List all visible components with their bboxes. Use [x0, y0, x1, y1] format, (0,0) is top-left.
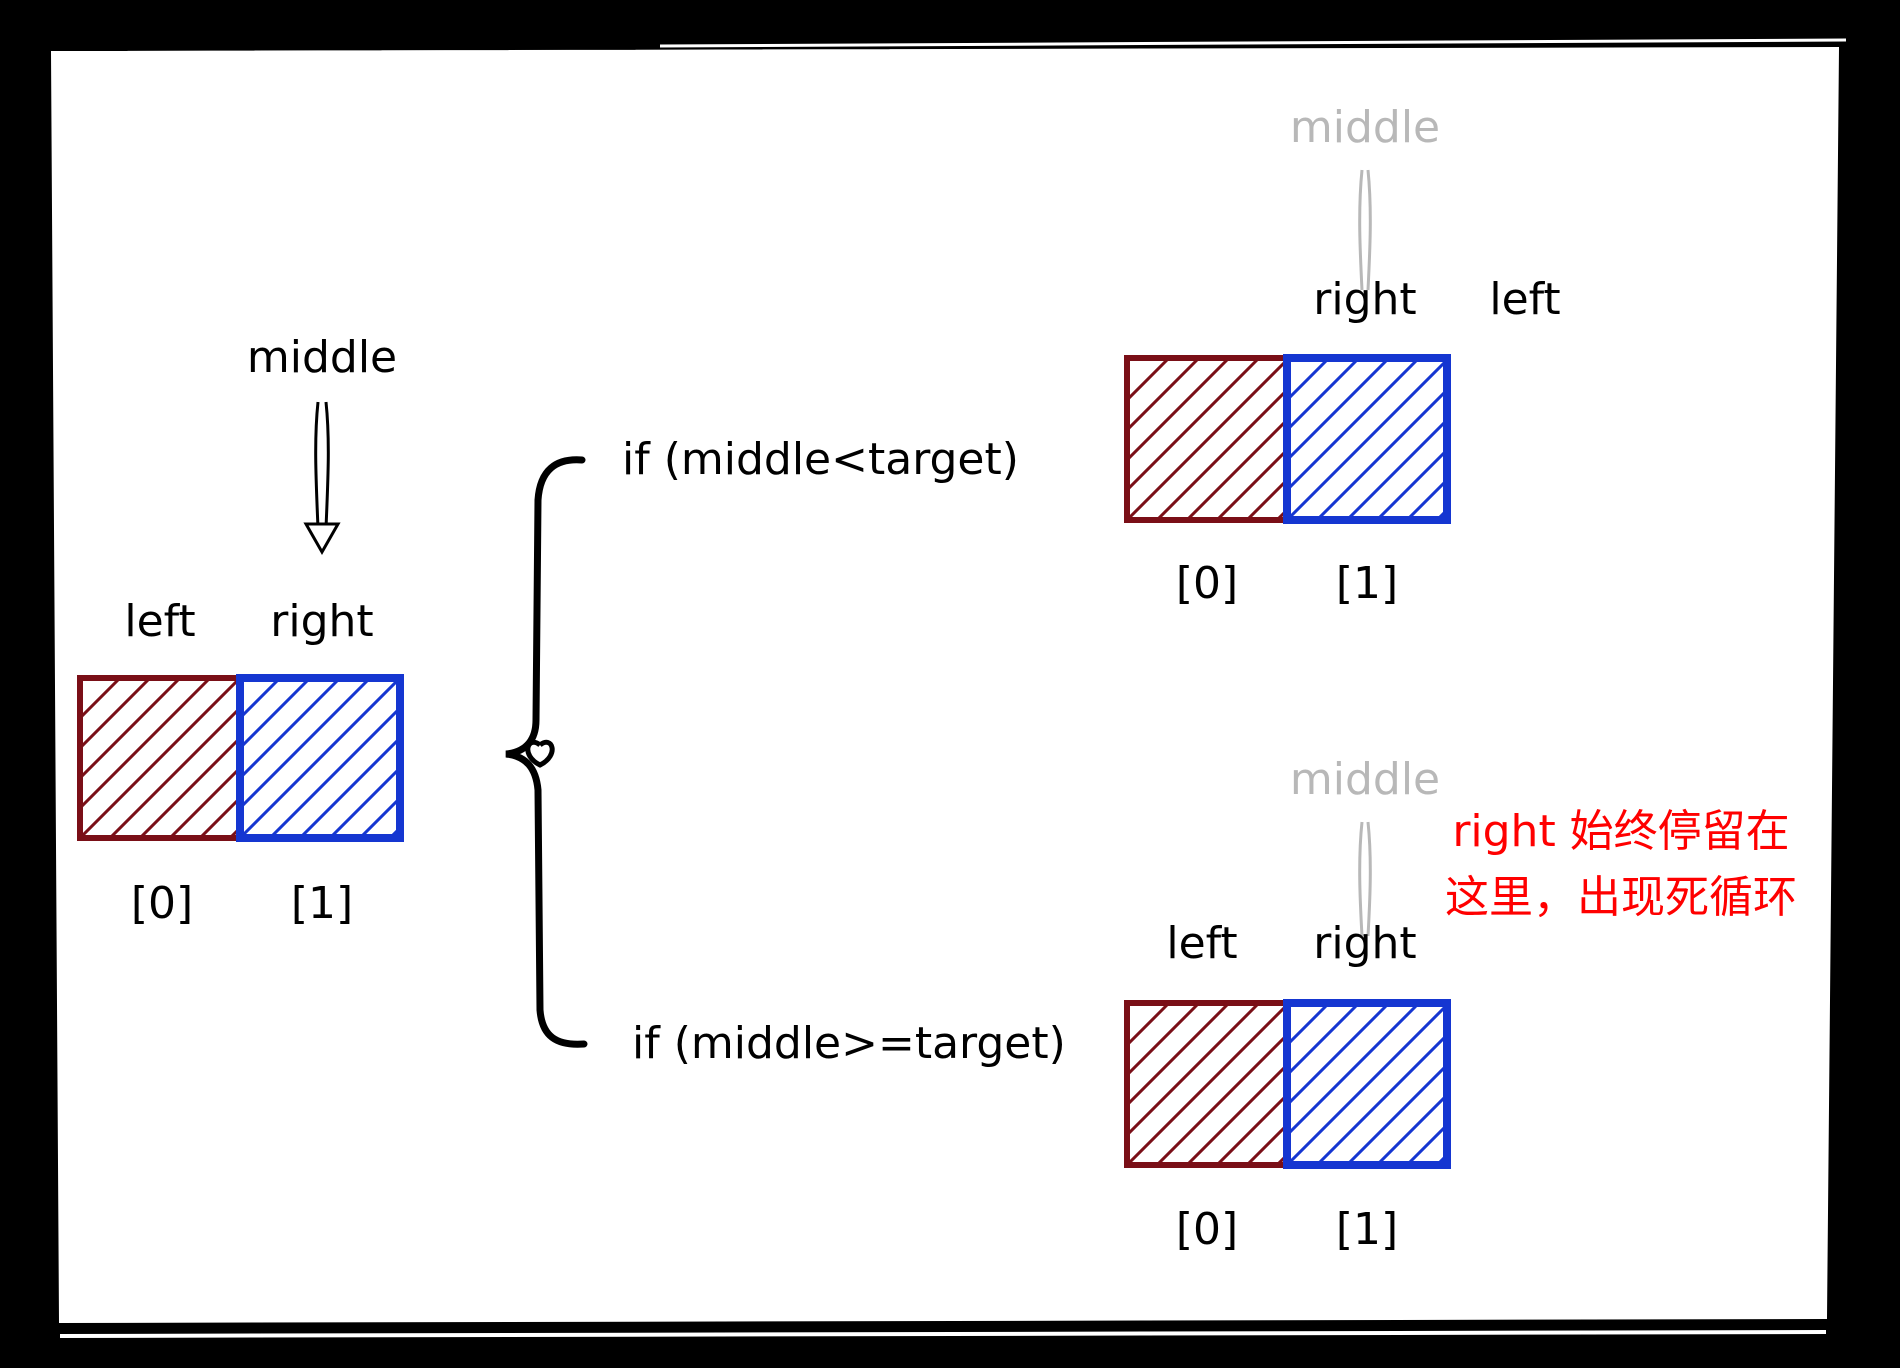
initial-cell-1 — [236, 674, 404, 842]
branch-ge-left-label: left — [1166, 918, 1237, 969]
initial-middle-arrow — [303, 401, 341, 556]
paper-edge-top — [659, 38, 1847, 48]
branch-lt-middle-arrow — [1358, 169, 1372, 291]
branch-brace — [505, 456, 588, 1048]
branch-ge-middle-label: middle — [1290, 754, 1440, 805]
paper-sheet — [50, 46, 1840, 1324]
branch-ge-right-label: right — [1313, 918, 1416, 969]
initial-middle-label: middle — [247, 332, 397, 383]
branch-lt-cell-1 — [1283, 354, 1451, 524]
branch-lt-right-label: right — [1313, 274, 1416, 325]
branch-ge-condition: if (middle>=target) — [632, 1018, 1066, 1069]
branch-lt-left-label: left — [1489, 274, 1560, 325]
branch-ge-cell-1 — [1283, 999, 1451, 1169]
paper-edge-bottom — [59, 1330, 1827, 1338]
branch-lt: if (middle<target) middle right left — [622, 102, 1561, 609]
initial-state: middle left right — [77, 332, 404, 929]
loop-note-line-2: 这里，出现死循环 — [1445, 872, 1797, 923]
branch-ge-middle-arrow — [1358, 821, 1372, 937]
brace-knot — [525, 740, 555, 768]
branch-ge-index-0: [0] — [1176, 1204, 1238, 1255]
branch-lt-index-0: [0] — [1176, 558, 1238, 609]
loop-note-line-1: right 始终停留在 — [1452, 806, 1789, 857]
branch-lt-condition: if (middle<target) — [622, 434, 1019, 485]
initial-cell-0 — [77, 675, 243, 841]
initial-right-label: right — [270, 596, 373, 647]
initial-index-0: [0] — [131, 878, 193, 929]
initial-left-label: left — [124, 596, 195, 647]
branch-ge: if (middle>=target) middle left right ri… — [632, 754, 1797, 1255]
branch-lt-middle-label: middle — [1290, 102, 1440, 153]
initial-index-1: [1] — [291, 878, 353, 929]
branch-ge-index-1: [1] — [1336, 1204, 1398, 1255]
branch-lt-index-1: [1] — [1336, 558, 1398, 609]
